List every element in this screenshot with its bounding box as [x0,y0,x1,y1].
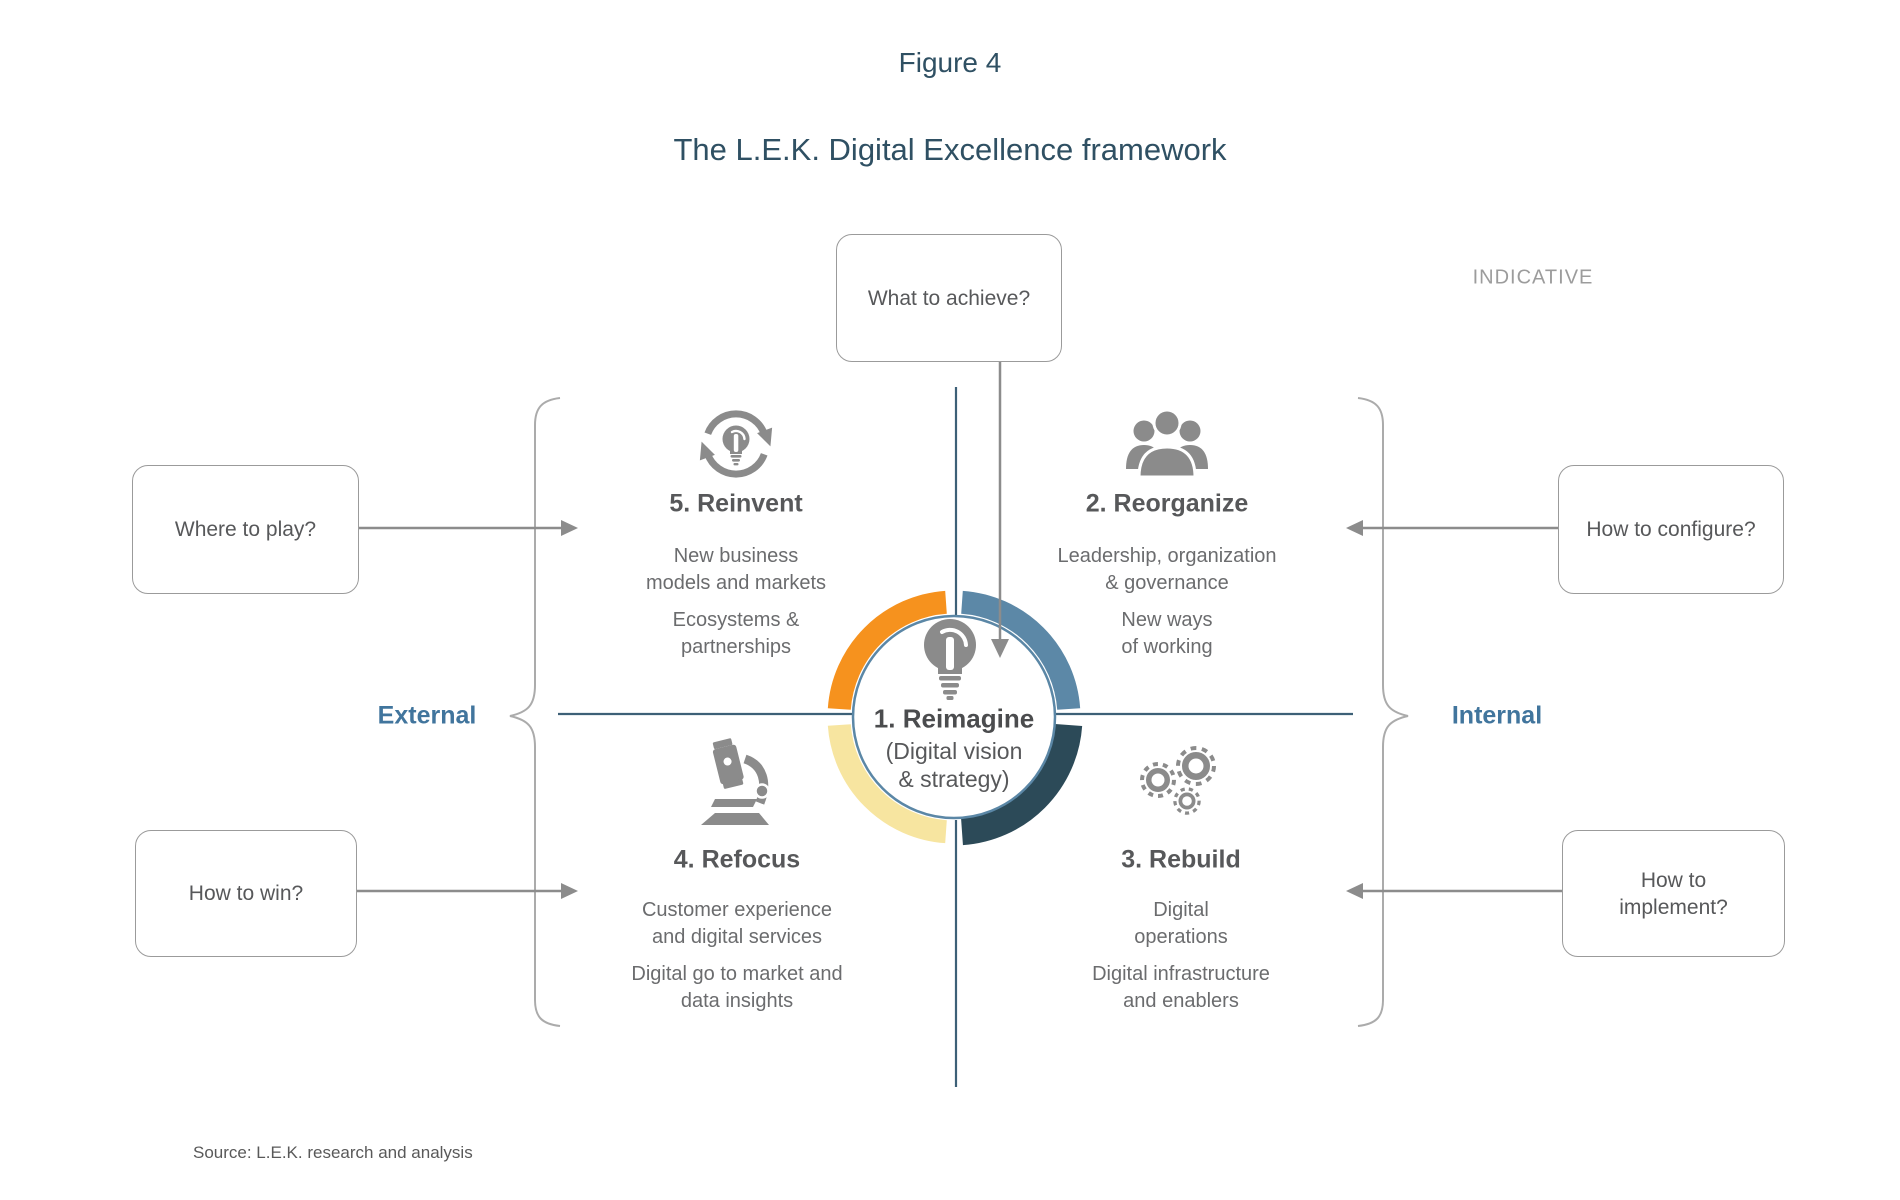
rebuild-point-1: Digital operations [1134,899,1228,948]
source-note: Source: L.E.K. research and analysis [193,1143,473,1162]
gear-large [1176,746,1216,786]
arrow-where-to-play [357,520,578,536]
figure-label: Figure 4 [898,47,1002,78]
refocus-point-1: Customer experience and digital services [641,899,833,948]
gear-small [1173,787,1201,815]
arrow-how-to-configure [1346,520,1558,536]
reorganize-point-1: Leadership, organization & governance [1057,545,1277,594]
how-to-configure-box: How to configure? [1558,465,1784,594]
figure-title: The L.E.K. Digital Excellence framework [673,132,1227,167]
internal-label: Internal [1451,701,1543,730]
center-title: 1. Reimagine [873,703,1035,734]
arc-refocus [827,723,948,844]
arc-reorganize [960,590,1081,711]
gear-left [1140,762,1176,798]
gears-icon [1140,746,1216,815]
what-to-achieve-box: What to achieve? [836,234,1062,362]
center-circle [851,614,1057,820]
how-to-win-box: How to win? [135,830,357,957]
internal-brace [1357,397,1409,1027]
framework-ring [827,590,1083,846]
reinvent-title: 5. Reinvent [669,489,803,518]
rebuild-point-2: Digital infrastructure and enablers [1092,963,1270,1012]
microscope-icon [701,738,770,825]
indicative-tag: INDICATIVE [1472,266,1594,289]
rebuild-title: 3. Rebuild [1121,845,1241,874]
arrow-how-to-win [355,883,578,899]
refocus-point-2: Digital go to market and data insights [631,963,843,1012]
reorganize-point-2: New ways of working [1121,609,1213,658]
refresh-bulb-icon [699,410,773,478]
external-label: External [377,701,477,730]
reinvent-point-2: Ecosystems & partnerships [672,609,800,658]
question-arrows [355,520,1562,899]
arrow-how-to-implement [1346,883,1562,899]
center-subtitle: (Digital vision & strategy) [885,738,1023,792]
arrow-what-to-achieve [991,361,1009,658]
reorganize-title: 2. Reorganize [1085,489,1249,518]
quadrant-divider-lines [558,387,1353,716]
reinvent-point-1: New business models and markets [645,545,827,594]
arc-reinvent [827,590,948,711]
people-icon [1126,408,1208,479]
arc-rebuild [960,723,1083,846]
how-to-implement-box: How to implement? [1562,830,1785,957]
where-to-play-box: Where to play? [132,465,359,594]
external-brace [509,397,561,1027]
refocus-title: 4. Refocus [673,845,801,874]
lightbulb-icon [924,619,976,700]
